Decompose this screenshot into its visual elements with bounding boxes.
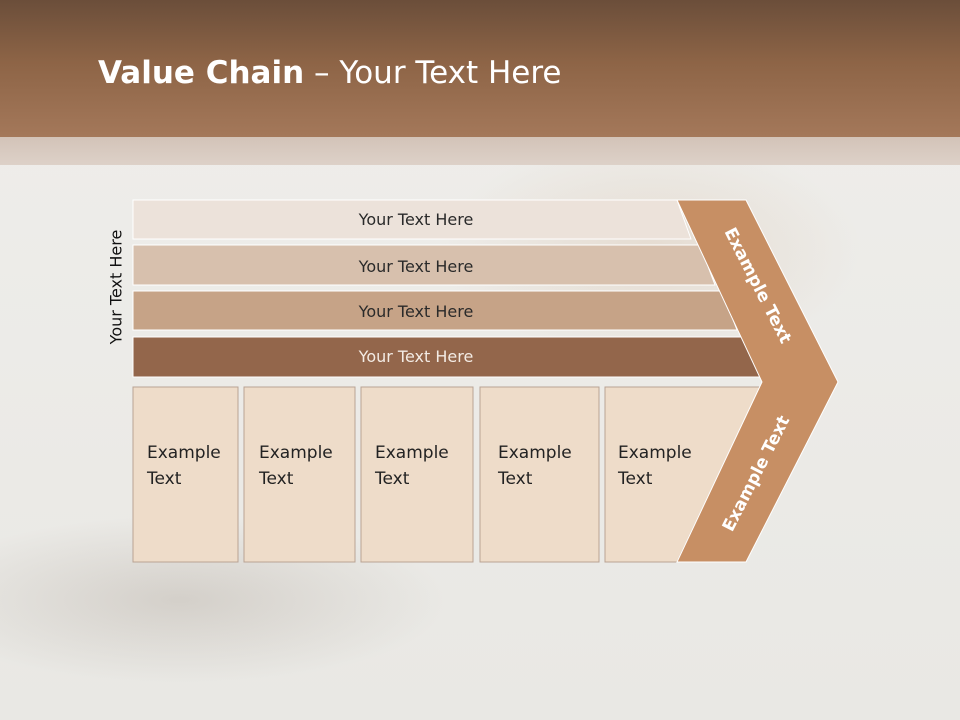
support-bar-shape [132, 244, 716, 286]
slide-title: Value Chain – Your Text Here [98, 55, 561, 91]
support-bar-label: Your Text Here [358, 210, 474, 229]
activity-label-line1: Example [147, 443, 221, 463]
header-strip [0, 137, 960, 165]
activity-column-1[interactable]: Example Text [132, 386, 239, 563]
slide-title-rest: – Your Text Here [304, 55, 562, 91]
slide-title-bold: Value Chain [98, 55, 305, 91]
support-bar-shape [132, 199, 692, 240]
support-bar-3[interactable]: Your Text Here [132, 290, 738, 331]
activity-label-line1: Example [259, 443, 333, 463]
activity-column-4[interactable]: Example Text [479, 386, 600, 563]
header-band [0, 0, 960, 137]
support-bar-1[interactable]: Your Text Here [132, 199, 692, 240]
support-bar-label: Your Text Here [358, 347, 474, 366]
activity-label-line2: Text [617, 469, 653, 489]
activity-column-shape [132, 386, 239, 563]
activity-column-shape [479, 386, 600, 563]
activity-label-line1: Example [498, 443, 572, 463]
activity-label-line2: Text [497, 469, 533, 489]
support-bar-label: Your Text Here [358, 302, 474, 321]
activity-column-3[interactable]: Example Text [360, 386, 474, 563]
support-bar-2[interactable]: Your Text Here [132, 244, 716, 286]
margin-chevron[interactable]: Example Text Example Text [676, 199, 839, 563]
margin-chevron-shape [676, 199, 839, 563]
activity-column-shape [243, 386, 356, 563]
activity-label-line2: Text [374, 469, 410, 489]
support-bar-label: Your Text Here [358, 257, 474, 276]
activity-label-line2: Text [258, 469, 294, 489]
activity-column-shape [360, 386, 474, 563]
activity-label-line1: Example [618, 443, 692, 463]
activity-label-line1: Example [375, 443, 449, 463]
support-bar-shape [132, 290, 738, 331]
activity-column-2[interactable]: Example Text [243, 386, 356, 563]
activity-label-line2: Text [146, 469, 182, 489]
